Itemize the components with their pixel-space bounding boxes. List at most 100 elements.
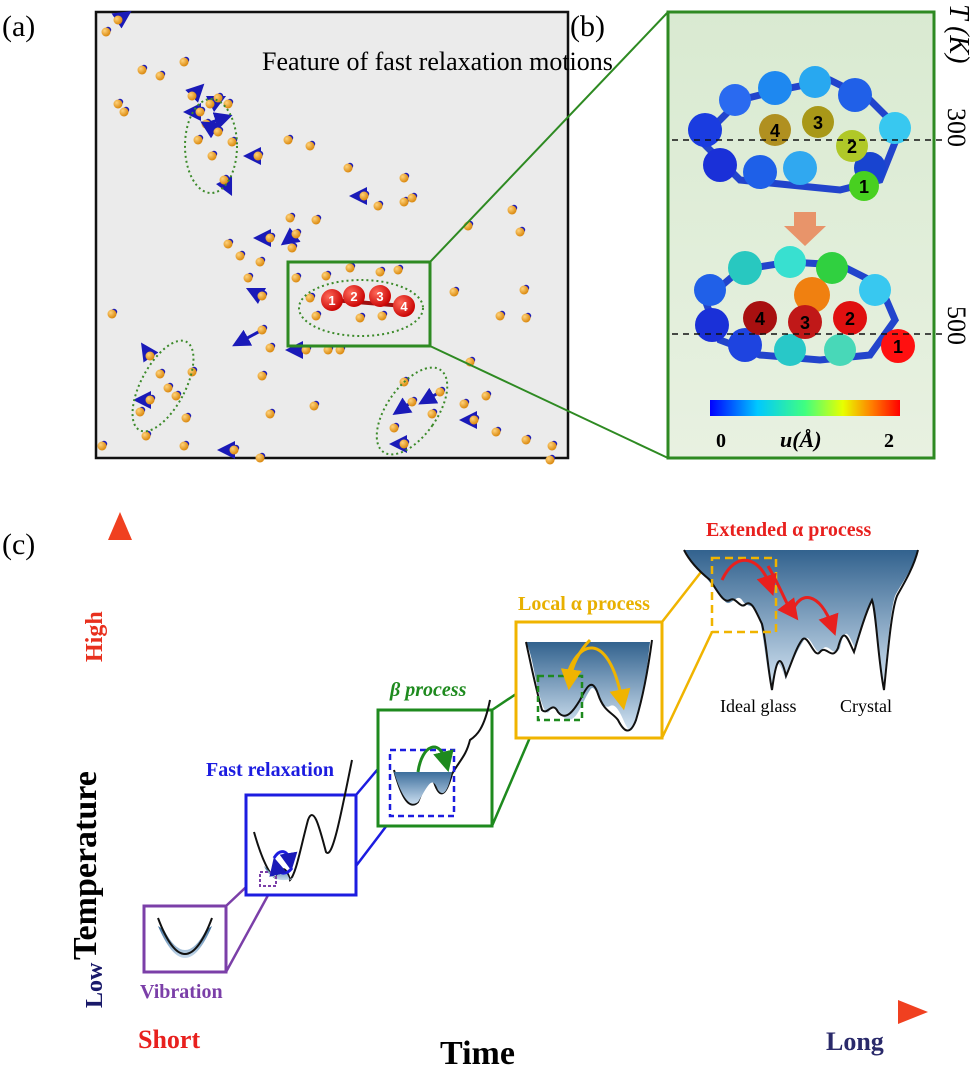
atom	[375, 267, 385, 277]
atom	[193, 135, 203, 145]
cluster-ellipse	[131, 339, 195, 433]
atom	[235, 251, 245, 261]
atom	[181, 413, 191, 423]
atom	[287, 243, 297, 253]
atom	[155, 71, 165, 81]
panel-a-title: Feature of fast relaxation motions	[262, 47, 613, 76]
atom	[435, 387, 445, 397]
panel-label-a: (a)	[2, 10, 35, 43]
chain-label-1: 1	[328, 293, 335, 308]
atom	[243, 273, 253, 283]
atom	[257, 371, 267, 381]
atom	[521, 313, 531, 323]
atom	[213, 93, 223, 103]
atom	[301, 345, 311, 355]
top-atom-label-3: 3	[813, 113, 823, 133]
x-axis-arrowhead	[898, 1000, 928, 1024]
atom	[229, 445, 239, 455]
colorbar	[710, 400, 900, 416]
tick-300: 300	[942, 108, 971, 147]
zoom-connector-top	[429, 11, 669, 263]
atom	[141, 431, 151, 441]
red-atom-chain: 1 2 3 4	[321, 285, 415, 317]
y-axis-low: Low	[82, 962, 108, 1008]
atom	[545, 455, 555, 465]
atom	[265, 343, 275, 353]
atom	[547, 441, 557, 451]
cluster-300K: 4 3 2 1	[688, 66, 911, 201]
atom	[449, 287, 459, 297]
atom	[145, 351, 155, 361]
atom	[227, 137, 237, 147]
atom	[179, 57, 189, 67]
stage-local-alpha: Local α process	[514, 593, 664, 740]
atom	[491, 427, 501, 437]
atom	[163, 383, 173, 393]
bottom-atom-label-1: 1	[893, 337, 903, 357]
atom	[285, 213, 295, 223]
atom	[135, 407, 145, 417]
stage-beta: β process	[376, 679, 494, 828]
atom	[345, 263, 355, 273]
atom	[399, 197, 409, 207]
x-axis-short: Short	[138, 1025, 200, 1054]
label-beta: β process	[389, 679, 467, 701]
stage-fast-relaxation: Fast relaxation	[206, 759, 358, 897]
panel-label-b: (b)	[570, 10, 605, 43]
atom	[97, 441, 107, 451]
atom	[219, 175, 229, 185]
atom	[255, 453, 265, 463]
x-axis-long: Long	[826, 1027, 884, 1056]
atom	[113, 15, 123, 25]
panel-c: Temperature Low High Time Short Long Vib…	[67, 512, 928, 1072]
atom	[335, 345, 345, 355]
chain-label-3: 3	[376, 289, 383, 304]
atom	[399, 439, 409, 449]
atom	[255, 257, 265, 267]
panel-a: 1 2 3 4 Feature of fast relaxation motio…	[94, 10, 613, 465]
atom	[101, 27, 111, 37]
atom	[291, 229, 301, 239]
panel-a-atoms	[97, 11, 558, 465]
colorbar-label: u(Å)	[780, 427, 822, 452]
atom	[459, 399, 469, 409]
atom	[213, 127, 223, 137]
atom	[407, 193, 417, 203]
label-ideal-glass: Ideal glass	[720, 696, 796, 716]
top-atom-label-4: 4	[770, 121, 780, 141]
atom	[137, 65, 147, 75]
colorbar-max: 2	[884, 430, 894, 452]
atom	[495, 311, 505, 321]
cluster-500K: 4 3 2 1	[694, 246, 915, 366]
atom	[393, 265, 403, 275]
label-extended-alpha: Extended α process	[706, 519, 871, 541]
zoom-connector-bottom	[429, 345, 669, 459]
label-vibration: Vibration	[140, 981, 223, 1003]
atom	[187, 367, 197, 377]
atom	[107, 309, 117, 319]
atom	[171, 391, 181, 401]
atom	[519, 285, 529, 295]
stage-vibration: Vibration	[140, 904, 228, 1003]
atom	[389, 423, 399, 433]
atom	[291, 273, 301, 283]
chain-label-2: 2	[350, 289, 357, 304]
tick-500: 500	[942, 306, 971, 345]
stage-extended-alpha: Extended α process Ideal glass Crystal	[683, 519, 919, 716]
label-fast-relaxation: Fast relaxation	[206, 759, 334, 781]
atom	[155, 369, 165, 379]
zoom-box	[286, 260, 432, 348]
atom	[427, 409, 437, 419]
y-axis-arrowhead	[108, 512, 132, 540]
bottom-atom-label-4: 4	[755, 309, 765, 329]
atom	[205, 99, 215, 109]
chain-label-4: 4	[400, 299, 408, 314]
x-axis-title: Time	[440, 1035, 515, 1072]
panel-label-c: (c)	[2, 528, 35, 561]
label-crystal: Crystal	[840, 696, 892, 716]
atom	[223, 239, 233, 249]
atom	[305, 293, 315, 303]
atom	[343, 163, 353, 173]
atom	[407, 397, 417, 407]
cluster-ellipse	[298, 279, 424, 337]
